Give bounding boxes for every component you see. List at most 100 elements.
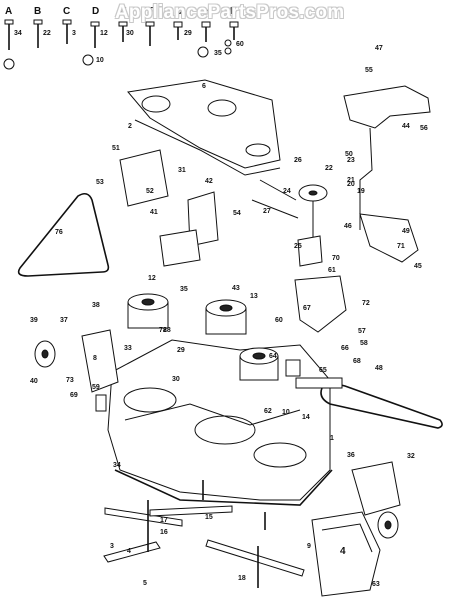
header-letter-a[interactable]: A bbox=[5, 6, 12, 17]
callout-25[interactable]: 25 bbox=[294, 243, 302, 250]
callout-17[interactable]: 17 bbox=[160, 517, 168, 524]
callout-4[interactable]: 4 bbox=[127, 548, 131, 555]
callout-67[interactable]: 67 bbox=[303, 305, 311, 312]
callout-65[interactable]: 65 bbox=[319, 367, 327, 374]
left-wheel-bracket bbox=[81, 329, 119, 393]
callout-68[interactable]: 68 bbox=[353, 358, 361, 365]
callout-5[interactable]: 5 bbox=[143, 580, 147, 587]
callout-32[interactable]: 32 bbox=[407, 453, 415, 460]
callout-24[interactable]: 24 bbox=[283, 188, 291, 195]
header-part-e[interactable]: 30 bbox=[126, 30, 134, 37]
callout-56[interactable]: 56 bbox=[420, 125, 428, 132]
callout-22[interactable]: 22 bbox=[325, 165, 333, 172]
callout-51[interactable]: 51 bbox=[112, 145, 120, 152]
callout-35[interactable]: 35 bbox=[180, 286, 188, 293]
callout-73[interactable]: 73 bbox=[66, 377, 74, 384]
callout-78[interactable]: 78 bbox=[159, 327, 167, 334]
callout-47[interactable]: 47 bbox=[375, 45, 383, 52]
callout-14[interactable]: 14 bbox=[302, 414, 310, 421]
header-part-g[interactable]: 29 bbox=[184, 30, 192, 37]
callout-40[interactable]: 40 bbox=[30, 378, 38, 385]
callout-61[interactable]: 61 bbox=[328, 267, 336, 274]
header-part-d[interactable]: 12 bbox=[100, 30, 108, 37]
callout-21[interactable]: 21 bbox=[347, 177, 355, 184]
spindle-pulley-center bbox=[205, 299, 247, 335]
callout-20[interactable]: 20 bbox=[347, 181, 355, 188]
callout-26[interactable]: 26 bbox=[294, 157, 302, 164]
callout-9[interactable]: 9 bbox=[307, 543, 311, 550]
callout-36[interactable]: 36 bbox=[347, 452, 355, 459]
callout-57[interactable]: 57 bbox=[358, 328, 366, 335]
callout-30[interactable]: 30 bbox=[172, 376, 180, 383]
header-bolt-b bbox=[33, 19, 43, 48]
header-letter-g[interactable]: G bbox=[175, 6, 183, 17]
side-bracket bbox=[359, 213, 419, 263]
callout-12[interactable]: 12 bbox=[148, 275, 156, 282]
header-part-h[interactable]: 35 bbox=[214, 50, 222, 57]
callout-69[interactable]: 69 bbox=[70, 392, 78, 399]
callout-29[interactable]: 29 bbox=[177, 347, 185, 354]
callout-10[interactable]: 10 bbox=[282, 409, 290, 416]
rear-hanger-bracket bbox=[343, 85, 431, 230]
header-letter-d[interactable]: D bbox=[92, 6, 99, 17]
callout-62[interactable]: 62 bbox=[264, 408, 272, 415]
header-letter-h[interactable]: H bbox=[203, 6, 210, 17]
callout-38[interactable]: 38 bbox=[92, 302, 100, 309]
callout-27[interactable]: 27 bbox=[263, 208, 271, 215]
callout-3[interactable]: 3 bbox=[110, 543, 114, 550]
callout-41[interactable]: 41 bbox=[150, 209, 158, 216]
callout-53[interactable]: 53 bbox=[96, 179, 104, 186]
callout-8[interactable]: 8 bbox=[93, 355, 97, 362]
callout-43[interactable]: 43 bbox=[232, 285, 240, 292]
watermark: AppliancePartsPros.com bbox=[115, 2, 345, 23]
callout-66[interactable]: 66 bbox=[341, 345, 349, 352]
blade-center bbox=[149, 505, 233, 517]
callout-19[interactable]: 19 bbox=[357, 188, 365, 195]
callout-15[interactable]: 15 bbox=[205, 514, 213, 521]
callout-52[interactable]: 52 bbox=[146, 188, 154, 195]
callout-34[interactable]: 34 bbox=[113, 462, 121, 469]
callout-1[interactable]: 1 bbox=[330, 435, 334, 442]
callout-46[interactable]: 46 bbox=[344, 223, 352, 230]
callout-16[interactable]: 16 bbox=[160, 529, 168, 536]
callout-59[interactable]: 59 bbox=[92, 384, 100, 391]
header-letter-e[interactable]: E bbox=[120, 6, 127, 17]
callout-6[interactable]: 6 bbox=[202, 83, 206, 90]
header-letter-b[interactable]: B bbox=[34, 6, 41, 17]
callout-23[interactable]: 23 bbox=[347, 157, 355, 164]
header-part-i[interactable]: 60 bbox=[236, 41, 244, 48]
callout-45[interactable]: 45 bbox=[414, 263, 422, 270]
callout-55[interactable]: 55 bbox=[365, 67, 373, 74]
callout-44[interactable]: 44 bbox=[402, 123, 410, 130]
header-bolt-c bbox=[62, 19, 72, 44]
callout-49[interactable]: 49 bbox=[402, 228, 410, 235]
header-part-a[interactable]: 34 bbox=[14, 30, 22, 37]
callout-18[interactable]: 18 bbox=[238, 575, 246, 582]
header-letter-i[interactable]: I bbox=[230, 6, 233, 17]
callout-72[interactable]: 72 bbox=[362, 300, 370, 307]
right-gauge-wheel bbox=[377, 511, 399, 539]
header-part-c[interactable]: 3 bbox=[72, 30, 76, 37]
callout-70[interactable]: 70 bbox=[332, 255, 340, 262]
callout-50[interactable]: 50 bbox=[345, 151, 353, 158]
header-part-d2[interactable]: 10 bbox=[96, 57, 104, 64]
header-letter-c[interactable]: C bbox=[63, 6, 70, 17]
header-letter-f[interactable]: F bbox=[147, 6, 153, 17]
callout-64[interactable]: 64 bbox=[269, 353, 277, 360]
callout-2[interactable]: 2 bbox=[128, 123, 132, 130]
callout-60[interactable]: 60 bbox=[275, 317, 283, 324]
callout-31[interactable]: 31 bbox=[178, 167, 186, 174]
header-part-b[interactable]: 22 bbox=[43, 30, 51, 37]
callout-42[interactable]: 42 bbox=[205, 178, 213, 185]
callout-33[interactable]: 33 bbox=[124, 345, 132, 352]
callout-71[interactable]: 71 bbox=[397, 243, 405, 250]
callout-13[interactable]: 13 bbox=[250, 293, 258, 300]
callout-48[interactable]: 48 bbox=[375, 365, 383, 372]
callout-28[interactable]: 28 bbox=[163, 327, 171, 334]
callout-37[interactable]: 37 bbox=[60, 317, 68, 324]
callout-76[interactable]: 76 bbox=[55, 229, 63, 236]
callout-63[interactable]: 63 bbox=[372, 581, 380, 588]
callout-54[interactable]: 54 bbox=[233, 210, 241, 217]
callout-58[interactable]: 58 bbox=[360, 340, 368, 347]
callout-39[interactable]: 39 bbox=[30, 317, 38, 324]
